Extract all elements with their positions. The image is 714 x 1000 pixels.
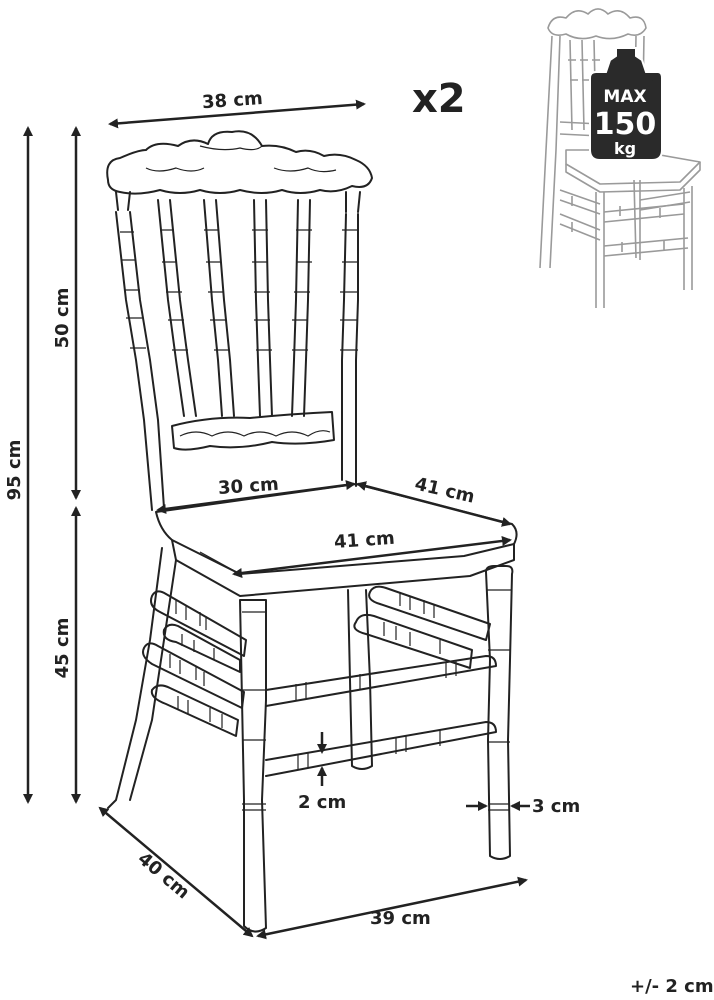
dim-seat-depth: 41 cm [413, 474, 477, 508]
tolerance-note: +/- 2 cm [630, 976, 714, 997]
max-load-line2: 150 [594, 107, 657, 142]
max-load-line1: MAX [603, 87, 646, 107]
dim-base-width: 39 cm [370, 908, 431, 929]
dim-seat-height: 45 cm [52, 618, 73, 679]
dim-base-depth: 40 cm [134, 848, 194, 903]
quantity-label: x2 [412, 76, 466, 122]
dim-rung-thickness: 2 cm [298, 792, 346, 813]
dim-seat-back-width: 30 cm [217, 474, 279, 499]
dimension-arrows [23, 99, 530, 940]
dim-leg-thickness: 3 cm [532, 796, 580, 817]
dim-total-height: 95 cm [4, 440, 25, 501]
max-load-weight-icon [589, 47, 663, 161]
dim-back-height: 50 cm [52, 288, 73, 349]
thumbnail-chair [539, 8, 701, 308]
dim-top-width: 38 cm [201, 88, 263, 113]
dim-seat-front-width: 41 cm [333, 528, 395, 553]
max-load-line3: kg [614, 139, 636, 158]
